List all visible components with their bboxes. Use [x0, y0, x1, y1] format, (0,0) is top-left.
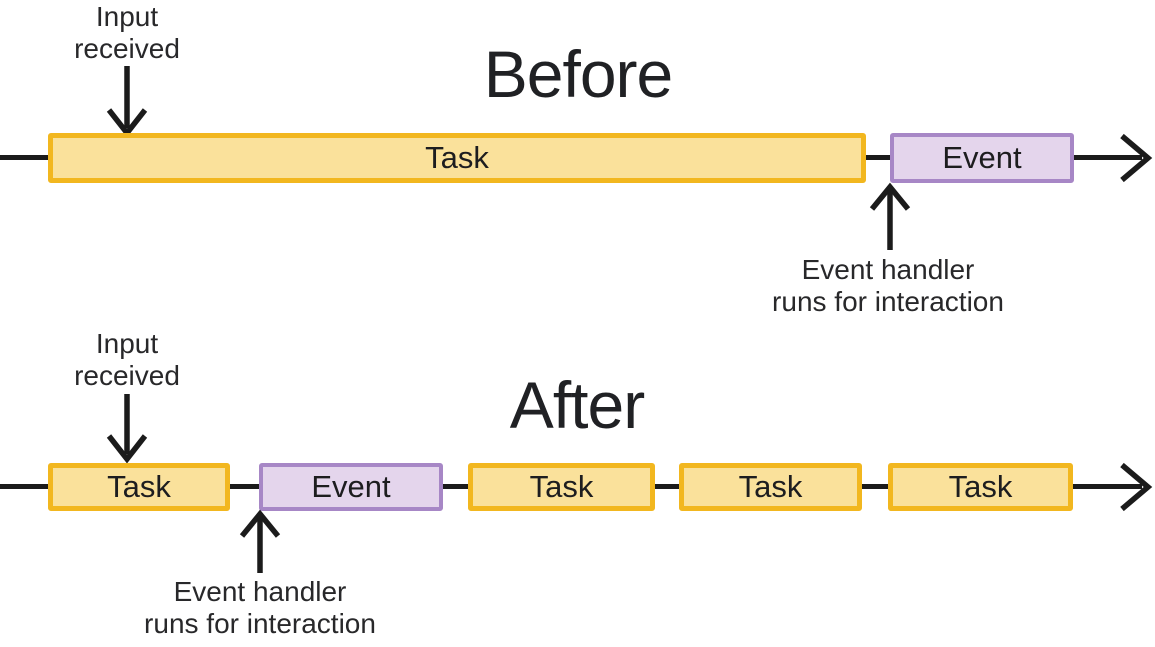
- before-event-handler-label: Event handler runs for interaction: [772, 254, 1004, 317]
- after-task-label: Task: [529, 468, 594, 504]
- after-task-bar: Task: [48, 463, 230, 511]
- before-event-label: Event: [942, 139, 1022, 175]
- after-task-label: Task: [738, 468, 803, 504]
- before-input-label: Input received: [74, 1, 180, 64]
- input-received-down-arrow-icon: [106, 394, 148, 464]
- before-event-handler-up-arrow-icon: [869, 182, 911, 250]
- after-input-label: Input received: [74, 328, 180, 391]
- before-task-bar: Task: [48, 133, 866, 183]
- after-timeline-arrowhead-icon: [1120, 462, 1153, 512]
- before-task-label: Task: [425, 139, 489, 175]
- after-task-bar: Task: [468, 463, 655, 511]
- after-task-bar: Task: [888, 463, 1073, 511]
- after-event-handler-up-arrow-icon: [239, 509, 281, 573]
- after-task-bar: Task: [679, 463, 862, 511]
- after-event-handler-label: Event handler runs for interaction: [144, 576, 376, 639]
- after-event-label: Event: [311, 468, 391, 504]
- before-event-bar: Event: [890, 133, 1074, 183]
- before-title: Before: [483, 37, 673, 111]
- after-task-label: Task: [948, 468, 1013, 504]
- after-title: After: [509, 368, 645, 442]
- before-timeline-arrowhead-icon: [1120, 133, 1153, 183]
- after-event-bar: Event: [259, 463, 443, 511]
- input-received-down-arrow-icon: [106, 66, 148, 138]
- after-task-label: Task: [107, 468, 171, 504]
